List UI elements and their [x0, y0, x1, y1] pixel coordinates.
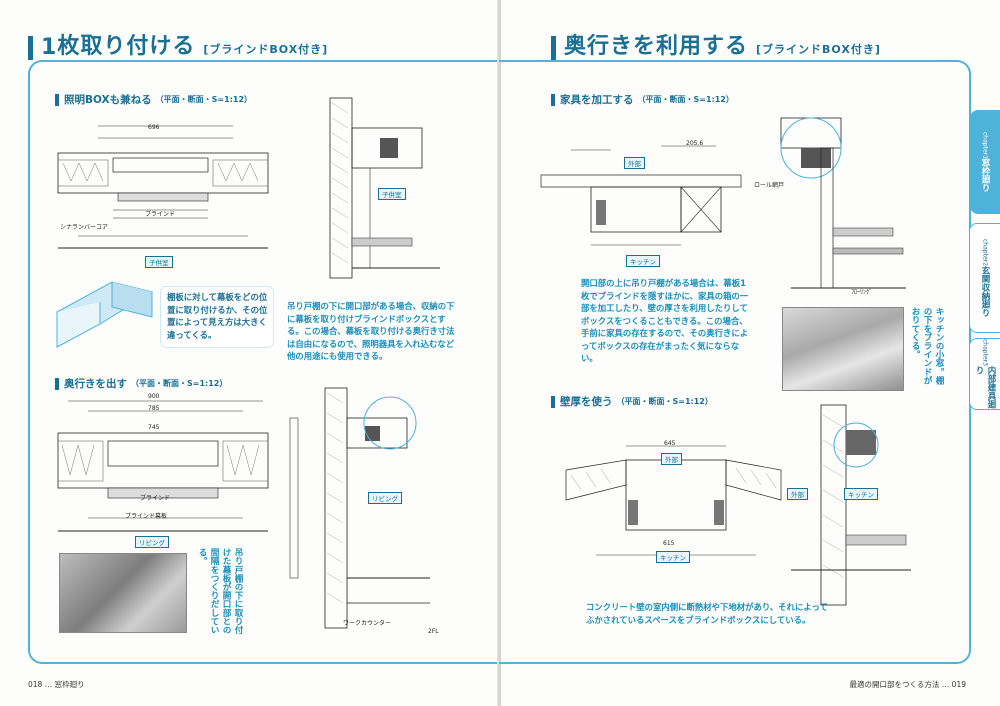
roll-screen-label: ロール網戸	[754, 182, 785, 189]
flooring-label: ﾌﾛｰﾘﾝｸﾞ	[851, 289, 873, 296]
room-label-kitchen-2: キッチン	[656, 551, 690, 563]
left-footer: 018 … 窓枠廻り	[28, 680, 85, 689]
title-text: 枚取り付ける	[57, 34, 196, 59]
right-section2-note: コンクリート壁の室内側に断熱材や下地材があり、それによってふかされているスペース…	[586, 602, 828, 625]
left-section1-heading: 照明BOXも兼ねる（平面・断面・S=1:12）	[55, 92, 252, 107]
right-section1-heading: 家具を加工する（平面・断面・S=1:12）	[551, 92, 734, 107]
room-label-kodomo: 子供室	[145, 256, 173, 268]
section-room-label-kodomo: 子供室	[378, 188, 406, 200]
right-section2-heading: 壁厚を使う（平面・断面・S=1:12）	[551, 394, 713, 409]
section-drawing-3	[780, 117, 906, 289]
right-title-text: 奥行きを利用する	[564, 34, 749, 59]
chapter-name-left: 窓枠廻り	[54, 680, 85, 689]
page-number-left: 018	[28, 680, 43, 689]
left-section2-heading: 奥行きを出す（平面・断面・S=1:12）	[55, 376, 227, 391]
blind-makuita-label: ブラインド幕板	[125, 513, 168, 520]
dim-label-900: 900	[148, 393, 160, 400]
kitchen-photo	[782, 307, 904, 391]
section-room-label-living: リビング	[368, 492, 402, 504]
room-label-kitchen: キッチン	[626, 255, 660, 267]
blind-label: ブラインド	[145, 211, 176, 218]
left-content-frame	[28, 60, 502, 664]
callout-box: 棚板に対して幕板をどの位置に取り付けるか、その位置によって見え方は大きく違ってく…	[160, 286, 274, 348]
shinalan-label: シナランバーコア	[60, 224, 109, 231]
dim-label-785: 785	[148, 405, 160, 412]
blind-label-2: ブラインド	[140, 495, 171, 502]
plan-drawing-3	[540, 145, 742, 246]
chapter-name-right: 最適の開口部をつくる方法	[849, 680, 940, 689]
callout-illustration	[55, 281, 154, 348]
right-page: 奥行きを利用する [ブラインドBOX付き] 家具を加工する（平面・断面・S=1:…	[499, 0, 1000, 706]
right-title-tag: [ブラインドBOX付き]	[756, 43, 881, 56]
plan-drawing-1	[57, 125, 269, 249]
page-number-right: 019	[951, 680, 966, 689]
dim-label-745: 745	[148, 424, 160, 431]
section-room-label-gaibu: 外部	[787, 488, 808, 500]
room-label-gaibu: 外部	[624, 157, 645, 169]
book-gutter	[497, 0, 503, 706]
room-photo-left	[59, 553, 187, 633]
section-drawing-1	[329, 97, 440, 279]
left-section1-note: 吊り戸棚の下に開口部がある場合、収納の下に幕板を取り付けブラインドボックスとする…	[287, 301, 455, 361]
title-number: 1	[41, 35, 58, 60]
work-counter-label: ワークカウンター	[343, 620, 392, 627]
title-tag: [ブラインドBOX付き]	[203, 43, 329, 56]
right-section1-note: 開口部の上に吊り戸棚がある場合は、幕板1枚でブラインドを隠すほかに、家具の箱の一…	[581, 278, 749, 363]
left-page-title: 1 枚取り付ける [ブラインドBOX付き]	[28, 28, 328, 60]
dim-label-696: 696	[148, 124, 160, 131]
room-label-gaibu-2: 外部	[661, 453, 682, 465]
left-section2-note: 吊り戸棚の下に取り付けた幕板が開口部との間隔をつくりだしている。	[197, 548, 243, 634]
fl-label: 2FL	[428, 628, 439, 635]
room-label-living: リビング	[135, 536, 169, 548]
dim-label-645: 645	[664, 440, 676, 447]
dim-label-2056: 205.6	[686, 140, 704, 147]
left-page: 1 枚取り付ける [ブラインドBOX付き] 照明BOXも兼ねる（平面・断面・S=…	[0, 0, 502, 706]
photo-note: キッチンの小窓。棚の下をブラインドがおりてくる。	[910, 307, 944, 385]
plan-drawing-2	[57, 400, 269, 532]
section-drawing-4	[791, 404, 911, 606]
dim-label-615: 615	[663, 540, 675, 547]
section-drawing-2	[289, 387, 430, 629]
right-page-title: 奥行きを利用する [ブラインドBOX付き]	[551, 28, 881, 60]
plan-drawing-4	[565, 445, 782, 556]
callout-text: 棚板に対して幕板をどの位置に取り付けるか、その位置によって見え方は大きく違ってく…	[167, 292, 268, 340]
section-room-label-kitchen: キッチン	[844, 488, 878, 500]
title-bar	[28, 36, 33, 60]
right-footer: 最適の開口部をつくる方法 … 019	[849, 680, 966, 689]
